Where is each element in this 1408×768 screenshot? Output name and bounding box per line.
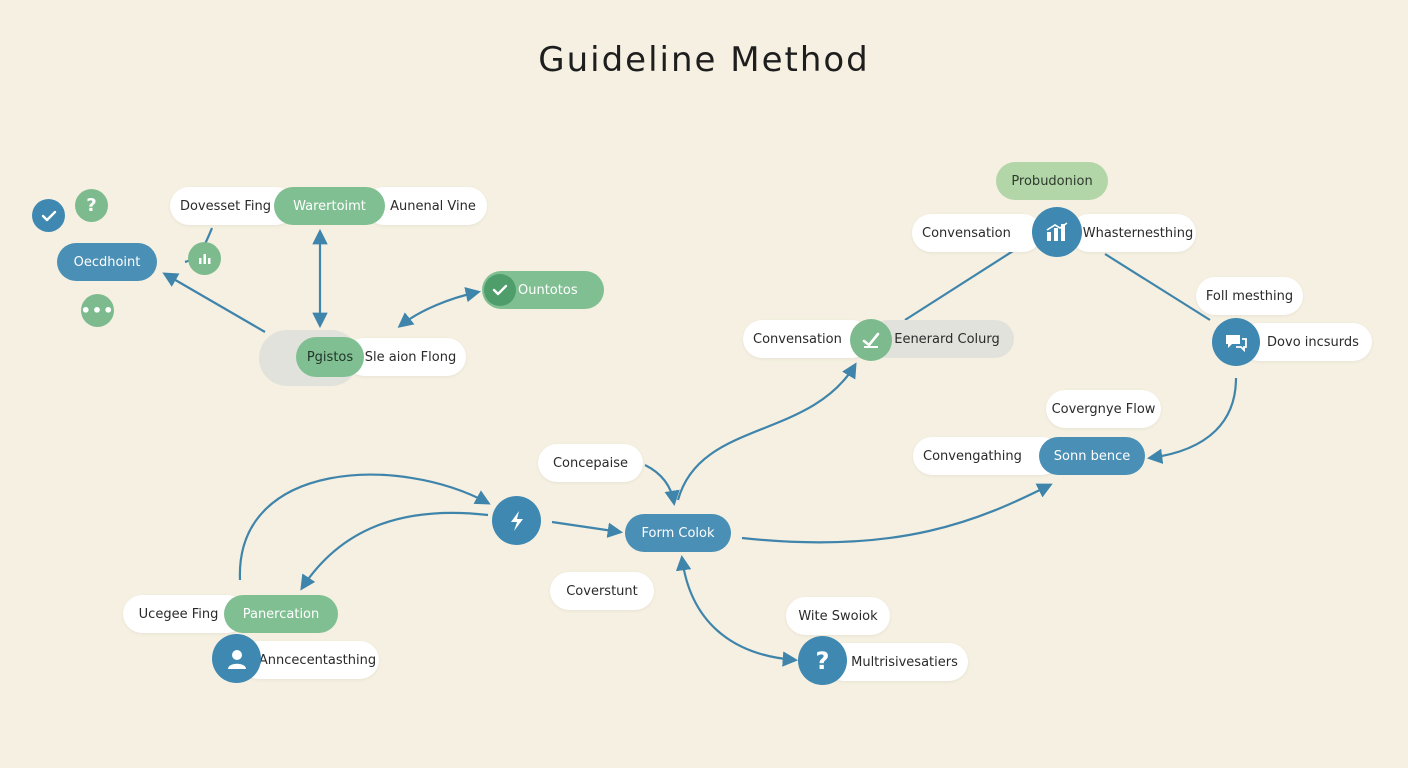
node-label: Sle aion Flong [364,349,457,365]
arrow-lightning-to-formcolok [551,520,624,538]
node-label: Ucegee Fing [138,606,219,622]
node-label: Coverstunt [566,583,638,599]
node-label: Aunenal Vine [390,198,476,214]
node-label: Sonn bence [1053,448,1131,464]
node-sle-aion-flong[interactable]: Sle aion Flong [345,338,466,376]
node-aunenal-vine[interactable]: Aunenal Vine [365,187,487,225]
check-icon [850,319,892,361]
node-label: Pgistos [306,349,354,365]
arrow-dovo-to-sonnbence [1146,377,1238,464]
node-label: Wite Swoiok [798,608,878,624]
check-icon [32,199,65,232]
node-panercation[interactable]: Panercation [224,595,338,633]
page-title: Guideline Method [538,40,870,80]
node-oecdhoint[interactable]: Oecdhoint [57,243,157,281]
node-label: Foll mesthing [1205,288,1294,304]
node-convensation-top[interactable]: Convensation [912,214,1042,252]
arrow-formcolok-to-eenerard [676,362,857,501]
node-label: Convengathing [923,448,1022,464]
node-form-colok[interactable]: Form Colok [625,514,731,552]
arrow-formcolok-multris [675,554,799,667]
node-converngathing[interactable]: Convengathing [913,437,1061,475]
node-wharternething[interactable]: Whasternesthing [1070,214,1196,252]
lightning-icon [492,496,541,545]
check-icon [484,274,516,306]
node-foll-mesthing[interactable]: Foll mesthing [1196,277,1303,315]
node-label: Covergnye Flow [1051,401,1156,417]
node-label: Oecdhoint [73,254,141,270]
node-label: Probudonion [1011,173,1093,189]
node-probudonion[interactable]: Probudonion [996,162,1108,200]
node-convensation-mid[interactable]: Convensation [743,320,871,358]
arrow-left-loop-to-lightning [238,473,491,581]
node-coverstunt[interactable]: Coverstunt [550,572,654,610]
node-label: Dovesset Fing [179,198,272,214]
question-icon: ? [798,636,847,685]
node-label: Eenerard Colurg [894,331,1000,347]
bars-icon [188,242,221,275]
user-icon [212,634,261,683]
node-warertoimt[interactable]: Warertoimt [274,187,385,225]
node-annecentathing[interactable]: Anncecentasthing [240,641,379,679]
node-multrisousetiers[interactable]: Multrisivesatiers [825,643,968,681]
arrow-sle-ountotos [397,287,482,328]
node-label: Ountotos [518,282,578,298]
chart-icon [1032,207,1082,257]
node-label: Convensation [753,331,842,347]
node-label: Anncecentasthing [258,652,377,668]
node-pgistos[interactable]: Pgistos [296,337,364,377]
node-label: Convensation [922,225,1011,241]
arrow-formcolok-to-sonnbence [741,483,1053,544]
node-label: Warertoimt [293,198,366,214]
chat-icon [1212,318,1260,366]
node-label: Form Colok [641,525,715,541]
node-label: Dovo incsurds [1267,334,1359,350]
node-label: Whasternesthing [1082,225,1194,241]
dots-icon: ••• [81,294,114,327]
node-label: Panercation [242,606,320,622]
arrow-chart-to-dovo [1104,253,1211,321]
node-sonn-bence[interactable]: Sonn bence [1039,437,1145,475]
node-concepaise[interactable]: Concepaise [538,444,643,482]
arrow-concepaise-to-formcolok [644,464,680,507]
arrow-lightning-to-panercation [300,511,489,591]
node-dovo-incsurds[interactable]: Dovo incsurds [1240,323,1372,361]
node-wite-swoiok[interactable]: Wite Swoiok [786,597,890,635]
arrow-pgistos-to-oecdhoint [162,272,266,333]
node-label: Concepaise [552,455,629,471]
node-covergnye-flow[interactable]: Covergnye Flow [1046,390,1161,428]
node-eenerard-colurg[interactable]: Eenerard Colurg [868,320,1014,358]
node-label: Multrisivesatiers [851,654,958,670]
question-icon: ? [75,189,108,222]
